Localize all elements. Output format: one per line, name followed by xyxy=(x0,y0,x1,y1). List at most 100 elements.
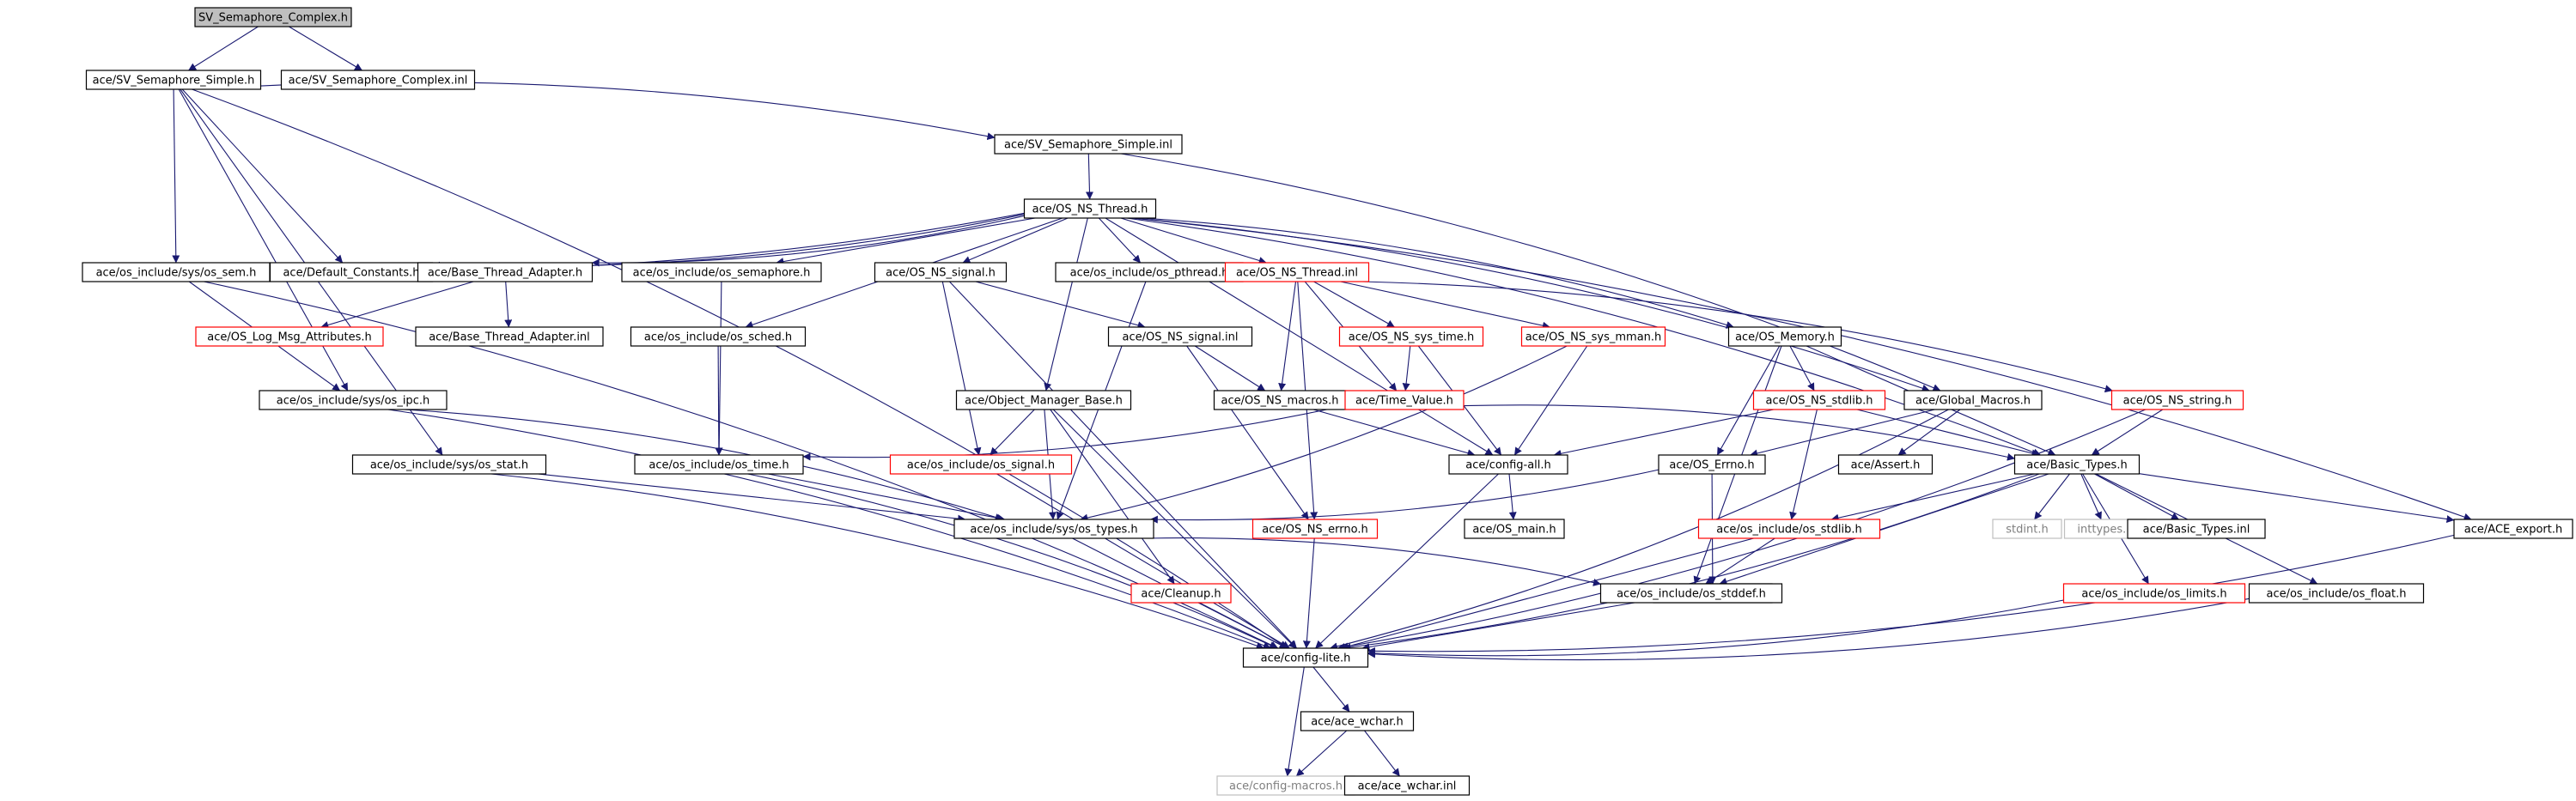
node-box[interactable] xyxy=(1727,326,1842,347)
node-ace-sv-semaphore-simple-h[interactable]: ace/SV_Semaphore_Simple.h xyxy=(85,70,262,90)
node-box[interactable] xyxy=(417,262,594,282)
edge-n22-n32 xyxy=(1463,404,2015,461)
node-box[interactable] xyxy=(1903,390,2043,410)
node-ace-os-include-sys-os-stat-h[interactable]: ace/os_include/sys/os_stat.h xyxy=(351,454,547,475)
node-box[interactable] xyxy=(1658,454,1766,475)
node-box[interactable] xyxy=(874,262,1008,282)
node-box[interactable] xyxy=(85,70,262,90)
node-box[interactable] xyxy=(259,390,448,410)
node-ace-os-ns-thread-h[interactable]: ace/OS_NS_Thread.h xyxy=(1023,198,1157,219)
node-box[interactable] xyxy=(2110,390,2244,410)
node-box[interactable] xyxy=(1300,711,1415,731)
node-ace-cleanup-h[interactable]: ace/Cleanup.h xyxy=(1130,583,1232,604)
node-box[interactable] xyxy=(634,454,804,475)
node-ace-time-value-h[interactable]: ace/Time_Value.h xyxy=(1344,390,1465,410)
node-ace-config-macros-h[interactable]: ace/config-macros.h xyxy=(1216,775,1355,796)
node-box[interactable] xyxy=(351,454,547,475)
node-box[interactable] xyxy=(2127,519,2266,539)
node-box[interactable] xyxy=(955,390,1132,410)
node-ace-config-all-h[interactable]: ace/config-all.h xyxy=(1448,454,1568,475)
node-ace-base-thread-adapter-h[interactable]: ace/Base_Thread_Adapter.h xyxy=(417,262,594,282)
node-ace-ace-export-h[interactable]: ace/ACE_export.h xyxy=(2453,519,2573,539)
node-box[interactable] xyxy=(1599,583,1783,604)
node-box[interactable] xyxy=(280,70,476,90)
node-box[interactable] xyxy=(2062,583,2246,604)
edge-n9-n16 xyxy=(975,281,1146,330)
node-ace-os-include-sys-os-ipc-h[interactable]: ace/os_include/sys/os_ipc.h xyxy=(259,390,448,410)
edge-line xyxy=(1147,537,1601,586)
node-ace-os-include-os-float-h[interactable]: ace/os_include/os_float.h xyxy=(2248,583,2425,604)
node-box[interactable] xyxy=(1448,454,1568,475)
node-box[interactable] xyxy=(1023,198,1157,219)
node-ace-os-ns-thread-inl[interactable]: ace/OS_NS_Thread.inl xyxy=(1224,262,1370,282)
node-ace-assert-h[interactable]: ace/Assert.h xyxy=(1837,454,1934,475)
node-box[interactable] xyxy=(1837,454,1934,475)
node-box[interactable] xyxy=(415,326,604,347)
node-box[interactable] xyxy=(2248,583,2425,604)
node-ace-os-main-h[interactable]: ace/OS_main.h xyxy=(1464,519,1565,539)
node-box[interactable] xyxy=(1343,775,1471,796)
node-ace-config-lite-h[interactable]: ace/config-lite.h xyxy=(1242,647,1369,668)
node-ace-os-ns-sys-mman-h[interactable]: ace/OS_NS_sys_mman.h xyxy=(1520,326,1666,347)
node-box[interactable] xyxy=(1242,647,1369,668)
node-box[interactable] xyxy=(1224,262,1370,282)
node-ace-os-ns-string-h[interactable]: ace/OS_NS_string.h xyxy=(2110,390,2244,410)
edge-n9-n28 xyxy=(941,281,982,456)
node-ace-os-ns-macros-h[interactable]: ace/OS_NS_macros.h xyxy=(1213,390,1347,410)
node-ace-os-include-os-limits-h[interactable]: ace/os_include/os_limits.h xyxy=(2062,583,2246,604)
node-box[interactable] xyxy=(2453,519,2573,539)
node-box[interactable] xyxy=(2013,454,2141,475)
node-inttypes-h[interactable]: inttypes.h xyxy=(2063,519,2147,539)
node-ace-os-include-os-stddef-h[interactable]: ace/os_include/os_stddef.h xyxy=(1599,583,1783,604)
edge-n11-n21 xyxy=(1278,281,1297,391)
node-box[interactable] xyxy=(1251,519,1379,539)
node-ace-os-memory-h[interactable]: ace/OS_Memory.h xyxy=(1727,326,1842,347)
node-ace-os-include-os-time-h[interactable]: ace/os_include/os_time.h xyxy=(634,454,804,475)
node-ace-os-include-os-sched-h[interactable]: ace/os_include/os_sched.h xyxy=(630,326,807,347)
node-box[interactable] xyxy=(1697,519,1881,539)
node-ace-os-log-msg-attributes-h[interactable]: ace/OS_Log_Msg_Attributes.h xyxy=(195,326,384,347)
node-box[interactable] xyxy=(194,7,352,27)
node-ace-os-include-sys-os-types-h[interactable]: ace/os_include/sys/os_types.h xyxy=(953,519,1154,539)
node-ace-os-include-os-pthread-h[interactable]: ace/os_include/os_pthread.h xyxy=(1055,262,1244,282)
node-box[interactable] xyxy=(630,326,807,347)
node-ace-sv-semaphore-complex-inl[interactable]: ace/SV_Semaphore_Complex.inl xyxy=(280,70,476,90)
node-ace-os-include-sys-os-sem-h[interactable]: ace/os_include/sys/os_sem.h xyxy=(82,262,271,282)
node-ace-os-ns-signal-h[interactable]: ace/OS_NS_signal.h xyxy=(874,262,1008,282)
node-ace-object-manager-base-h[interactable]: ace/Object_Manager_Base.h xyxy=(955,390,1132,410)
node-ace-os-ns-stdlib-h[interactable]: ace/OS_NS_stdlib.h xyxy=(1752,390,1886,410)
node-sv-semaphore-complex-h[interactable]: SV_Semaphore_Complex.h xyxy=(194,7,352,27)
node-box[interactable] xyxy=(1520,326,1666,347)
node-box[interactable] xyxy=(953,519,1154,539)
node-stdint-h[interactable]: stdint.h xyxy=(1992,519,2062,539)
node-ace-os-include-os-signal-h[interactable]: ace/os_include/os_signal.h xyxy=(889,454,1073,475)
node-ace-basic-types-inl[interactable]: ace/Basic_Types.inl xyxy=(2127,519,2266,539)
node-ace-os-ns-sys-time-h[interactable]: ace/OS_NS_sys_time.h xyxy=(1338,326,1484,347)
node-box[interactable] xyxy=(1464,519,1565,539)
node-ace-base-thread-adapter-inl[interactable]: ace/Base_Thread_Adapter.inl xyxy=(415,326,604,347)
node-ace-default-constants-h[interactable]: ace/Default_Constants.h xyxy=(269,262,434,282)
node-ace-os-ns-errno-h[interactable]: ace/OS_NS_errno.h xyxy=(1251,519,1379,539)
node-box[interactable] xyxy=(1338,326,1484,347)
node-ace-ace-wchar-h[interactable]: ace/ace_wchar.h xyxy=(1300,711,1415,731)
node-ace-os-include-os-semaphore-h[interactable]: ace/os_include/os_semaphore.h xyxy=(621,262,822,282)
node-ace-ace-wchar-inl[interactable]: ace/ace_wchar.inl xyxy=(1343,775,1471,796)
node-box[interactable] xyxy=(1992,519,2062,539)
node-ace-sv-semaphore-simple-inl[interactable]: ace/SV_Semaphore_Simple.inl xyxy=(994,134,1183,155)
node-box[interactable] xyxy=(195,326,384,347)
node-ace-os-errno-h[interactable]: ace/OS_Errno.h xyxy=(1658,454,1766,475)
node-box[interactable] xyxy=(621,262,822,282)
edge-line xyxy=(975,281,1146,330)
node-box[interactable] xyxy=(1344,390,1465,410)
node-label: ace/Assert.h xyxy=(1851,459,1921,472)
node-box[interactable] xyxy=(1130,583,1232,604)
node-ace-os-ns-signal-inl[interactable]: ace/OS_NS_signal.inl xyxy=(1107,326,1253,347)
node-box[interactable] xyxy=(994,134,1183,155)
node-box[interactable] xyxy=(1107,326,1253,347)
node-ace-basic-types-h[interactable]: ace/Basic_Types.h xyxy=(2013,454,2141,475)
edge-n23-n36 xyxy=(1789,409,1818,520)
node-box[interactable] xyxy=(889,454,1073,475)
node-box[interactable] xyxy=(1752,390,1886,410)
node-ace-os-include-os-stdlib-h[interactable]: ace/os_include/os_stdlib.h xyxy=(1697,519,1881,539)
node-ace-global-macros-h[interactable]: ace/Global_Macros.h xyxy=(1903,390,2043,410)
